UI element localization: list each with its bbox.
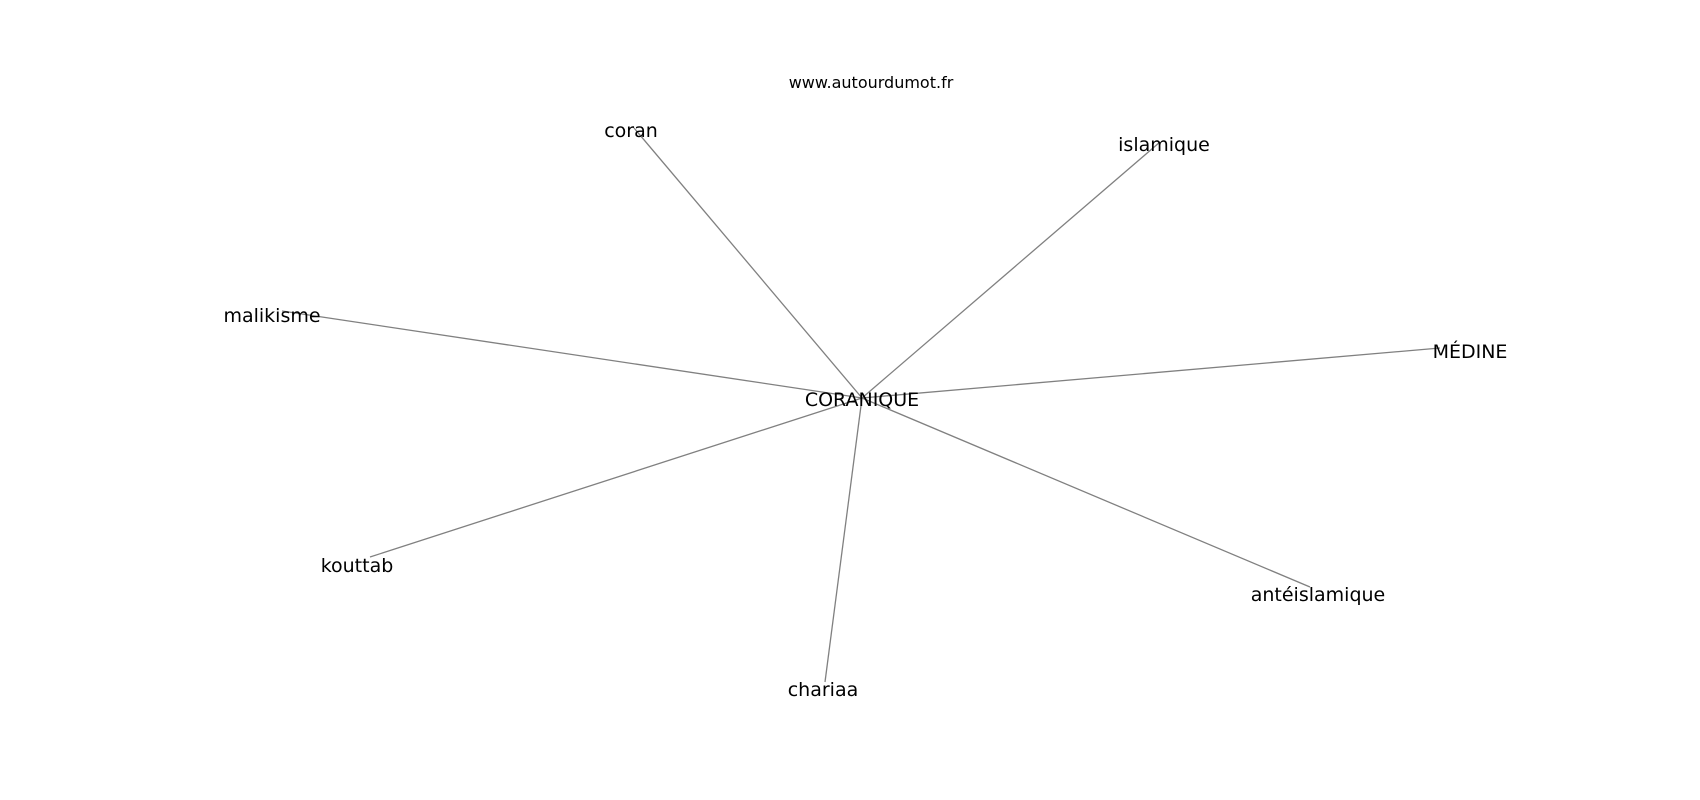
edge-chariaa [824,397,863,683]
node-label-medine[interactable]: MÉDINE [1433,340,1508,363]
node-label-anteislamique[interactable]: antéislamique [1251,584,1386,606]
edge-malikisme [281,310,863,399]
center-node-label[interactable]: CORANIQUE [805,389,919,411]
node-label-malikisme[interactable]: malikisme [223,305,320,327]
edge-medine [861,347,1441,399]
node-label-islamique[interactable]: islamique [1118,134,1210,156]
graph-edges [281,127,1441,683]
node-label-coran[interactable]: coran [604,120,658,142]
edge-coran [633,127,863,399]
edge-islamique [861,141,1161,399]
source-label: www.autourdumot.fr [789,73,954,92]
edge-anteislamique [861,397,1311,588]
edge-kouttab [369,397,863,558]
node-label-chariaa[interactable]: chariaa [788,679,859,701]
node-label-kouttab[interactable]: kouttab [321,555,394,577]
